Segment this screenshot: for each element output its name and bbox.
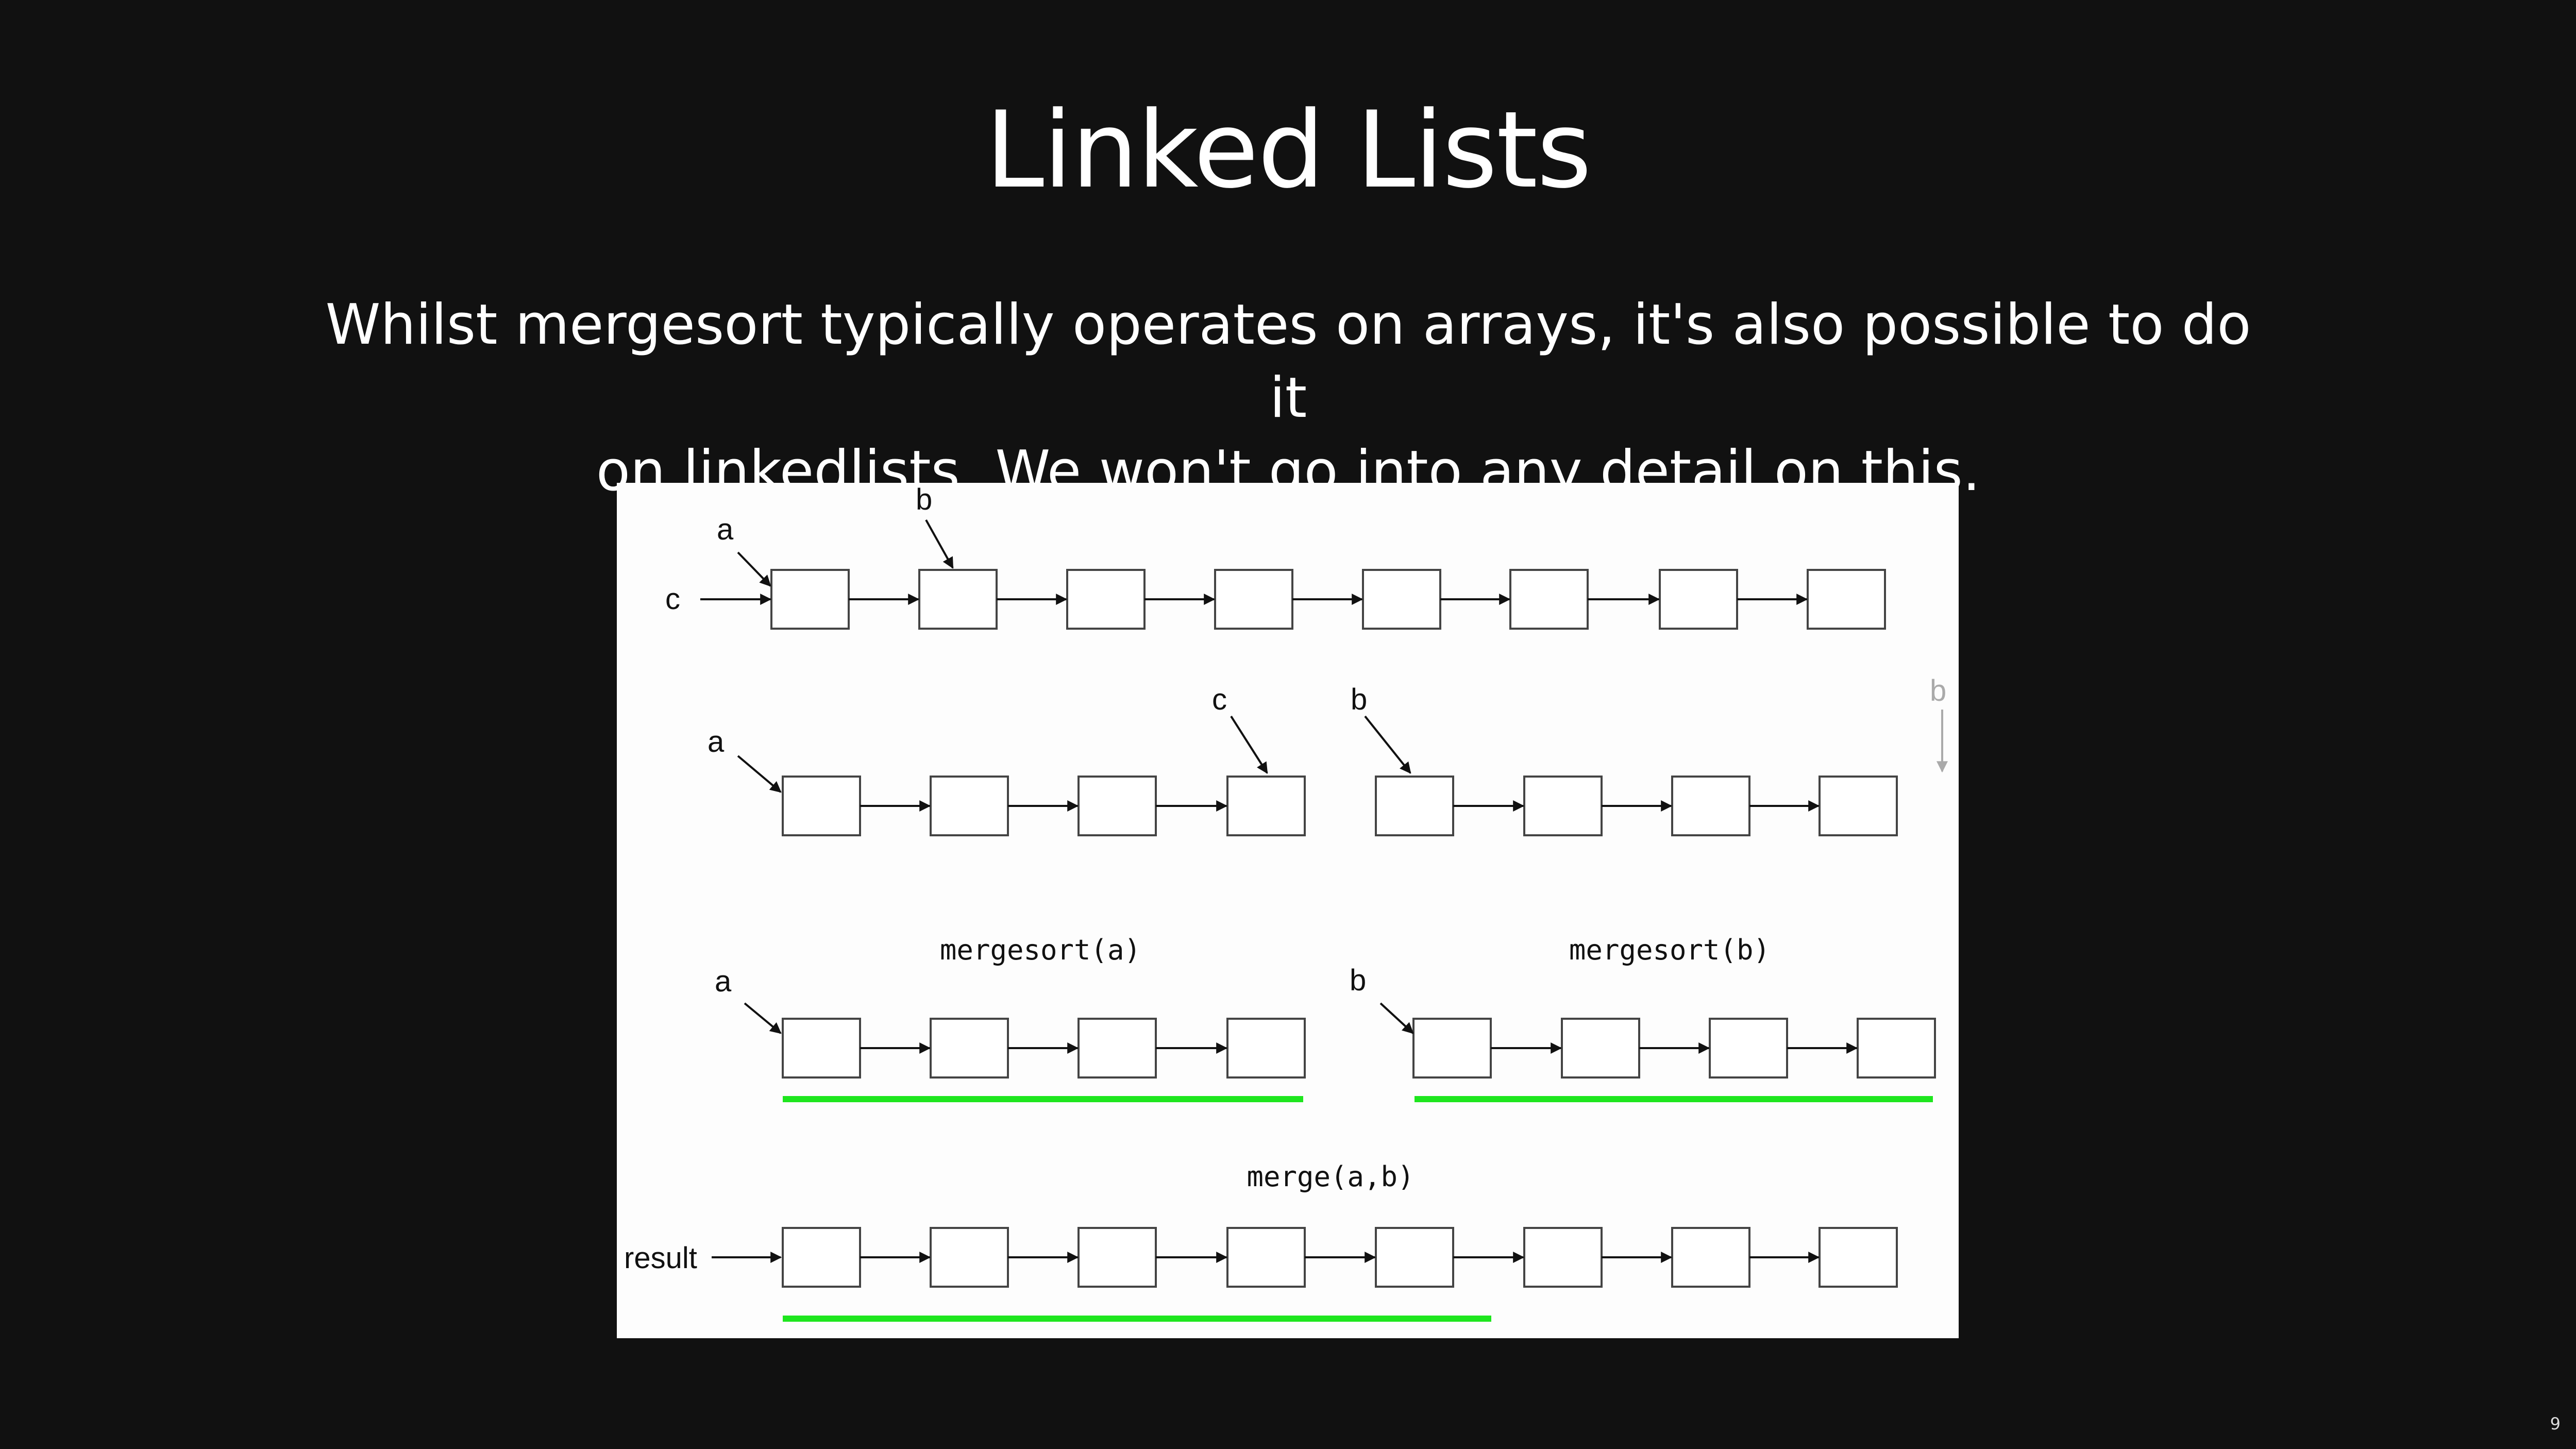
row2-label-b: b (1351, 683, 1367, 716)
row2-label-c: c (1212, 683, 1227, 716)
sorted-highlight-right (1415, 1096, 1933, 1102)
row3-label-b: b (1350, 964, 1366, 997)
row3-list2-node-2 (1561, 1018, 1640, 1079)
row2-list1-node-3 (1077, 776, 1157, 836)
mergesort-linked-list-diagram: a b c a c b b a b result mergesort(a) me… (617, 483, 1959, 1338)
row2-pointer-c-arrow (1230, 715, 1268, 774)
row1-label-b: b (916, 483, 932, 516)
caption-mergesort-a: mergesort(a) (940, 934, 1141, 966)
slide-title: Linked Lists (985, 89, 1592, 212)
row1-pointer-a-arrow (737, 551, 771, 587)
row4-list1-node-6 (1523, 1227, 1603, 1288)
row3-list2-node-4 (1857, 1018, 1936, 1079)
row2-pointer-a-arrow (737, 755, 782, 793)
row4-list1-node-7 (1671, 1227, 1750, 1288)
row1-list1-node-1 (770, 569, 850, 630)
row3-list1-node-2 (930, 1018, 1009, 1079)
sorted-highlight-left (783, 1096, 1303, 1102)
row4-list1-node-2 (930, 1227, 1009, 1288)
row3-list2-node-1 (1412, 1018, 1492, 1079)
row3-list1-node-4 (1226, 1018, 1306, 1079)
row4-list1-node-8 (1819, 1227, 1898, 1288)
caption-merge-a-b: merge(a,b) (1247, 1160, 1414, 1193)
row1-label-a: a (717, 513, 734, 546)
linked-list-links (849, 594, 1858, 1263)
row1-list1-node-3 (1066, 569, 1146, 630)
row1-pointer-b-arrow (925, 519, 954, 569)
merged-highlight (783, 1316, 1491, 1322)
caption-mergesort-b: mergesort(b) (1569, 934, 1770, 966)
row3-label-a: a (715, 965, 732, 998)
row1-list1-node-5 (1362, 569, 1441, 630)
row3-pointer-b-arrow (1379, 1002, 1414, 1034)
row2-list1-node-2 (930, 776, 1009, 836)
page-number: 9 (2550, 1414, 2561, 1434)
row4-list1-node-5 (1375, 1227, 1454, 1288)
row2-list2-node-4 (1819, 776, 1898, 836)
row3-list1-node-1 (782, 1018, 861, 1079)
row1-list1-node-8 (1807, 569, 1886, 630)
row2-list2-node-3 (1671, 776, 1750, 836)
row2-label-a: a (708, 725, 725, 759)
description-line-1: Whilst mergesort typically operates on a… (325, 293, 2251, 430)
row1-list1-node-6 (1509, 569, 1589, 630)
row2-list2-node-2 (1523, 776, 1603, 836)
row4-list1-node-1 (782, 1227, 861, 1288)
linked-list-nodes (770, 569, 1936, 1288)
row2-list1-node-1 (782, 776, 861, 836)
row2-label-b-faded: b (1930, 674, 1946, 707)
row1-label-c: c (665, 582, 680, 616)
row2-list1-node-4 (1226, 776, 1306, 836)
row1-list1-node-4 (1214, 569, 1293, 630)
row2-pointer-b-arrow (1364, 715, 1411, 774)
row4-list1-node-4 (1226, 1227, 1306, 1288)
row3-list2-node-3 (1709, 1018, 1788, 1079)
slide-description: Whilst mergesort typically operates on a… (309, 289, 2267, 508)
row1-list1-node-2 (918, 569, 998, 630)
row3-list1-node-3 (1077, 1018, 1157, 1079)
row3-pointer-a-arrow (744, 1002, 782, 1034)
row4-list1-node-3 (1077, 1227, 1157, 1288)
row4-label-result: result (624, 1241, 697, 1275)
row2-list2-node-1 (1375, 776, 1454, 836)
row1-list1-node-7 (1659, 569, 1738, 630)
